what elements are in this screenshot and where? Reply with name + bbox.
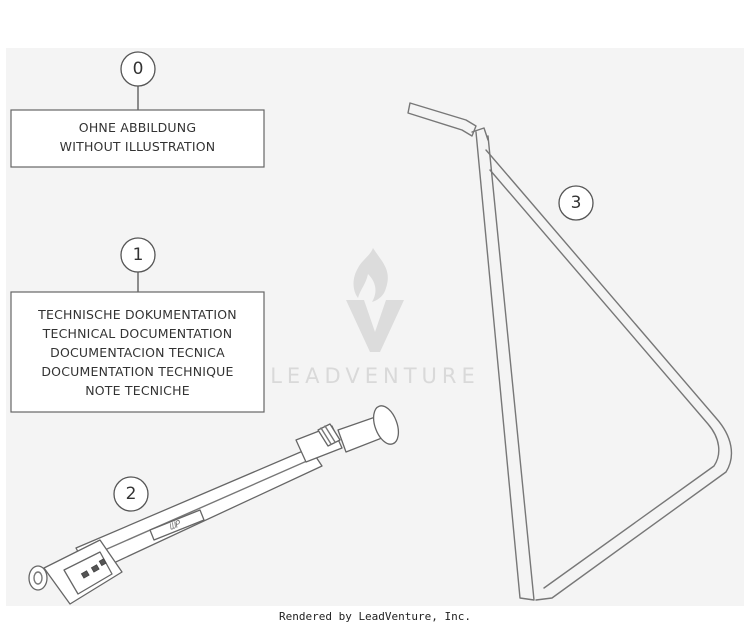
stand-top-bracket <box>407 102 477 137</box>
pump-hose-connector <box>28 565 48 591</box>
callout-circle-0 <box>120 51 156 87</box>
callout-number-0: 0 <box>133 59 144 79</box>
stand-outer-frame <box>485 149 733 601</box>
flame-v-logo <box>346 248 404 352</box>
callout-2[interactable]: 2 <box>113 476 149 512</box>
label-item-1-line-2: DOCUMENTACION TECNICA <box>50 345 225 360</box>
callout-number-1: 1 <box>133 245 144 265</box>
part-2-air-pump[interactable]: ᗯᑭ <box>28 402 403 605</box>
wp-logo: ᗯᑭ <box>168 519 183 533</box>
label-box-item-1: TECHNISCHE DOKUMENTATION TECHNICAL DOCUM… <box>10 291 265 413</box>
footer-credit: Rendered by LeadVenture, Inc. <box>278 610 472 623</box>
label-item-1-line-1: TECHNICAL DOCUMENTATION <box>42 326 233 341</box>
callout-number-3: 3 <box>571 193 582 213</box>
callout-number-2: 2 <box>126 484 137 504</box>
label-item-1-line-4: NOTE TECNICHE <box>85 383 190 398</box>
pump-logo-plate <box>149 509 205 541</box>
watermark-text: LEADVENTURE <box>270 364 480 388</box>
label-box-item-0: OHNE ABBILDUNG WITHOUT ILLUSTRATION <box>10 109 265 168</box>
callout-1[interactable]: 1 <box>120 237 156 292</box>
label-item-0-line-0: OHNE ABBILDUNG <box>79 120 196 135</box>
callout-circle-3 <box>558 185 594 221</box>
callout-circle-2 <box>113 476 149 512</box>
label-item-0-line-1: WITHOUT ILLUSTRATION <box>60 139 216 154</box>
callout-0[interactable]: 0 <box>120 51 156 110</box>
stand-vertical-leg <box>475 131 535 601</box>
label-item-1-line-0: TECHNISCHE DOKUMENTATION <box>37 307 237 322</box>
stand-inner-frame <box>489 169 720 589</box>
pump-handle-end <box>372 405 400 445</box>
callout-circle-1 <box>120 237 156 273</box>
label-item-1-line-3: DOCUMENTATION TECHNIQUE <box>41 364 233 379</box>
part-3-stand[interactable] <box>407 102 733 601</box>
stand-top-bend <box>471 127 489 141</box>
watermark: LEADVENTURE <box>270 248 480 388</box>
callout-3[interactable]: 3 <box>558 185 594 221</box>
pump-barrel-highlight <box>81 456 317 561</box>
